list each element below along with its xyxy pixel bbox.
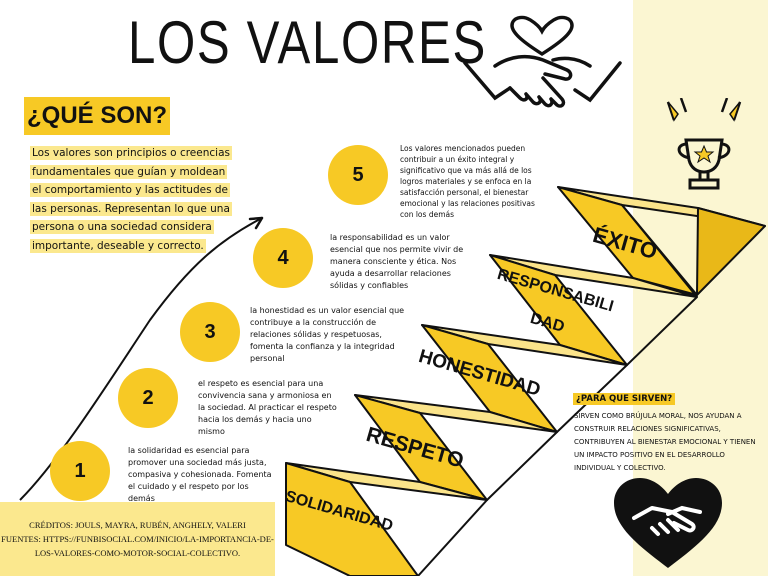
para-que-sirven-text: Sirven como brújula moral, nos ayudan a … <box>574 412 756 472</box>
description-2: el respeto es esencial para una conviven… <box>198 379 337 436</box>
para-que-sirven-title: ¿PARA QUE SIRVEN? <box>573 393 676 405</box>
number-circle-2: 2 <box>118 368 178 428</box>
credits-line: CRÉDITOS: JOULS, MAYRA, RUBÉN, ANGHELY, … <box>29 520 246 530</box>
number-circle-3: 3 <box>180 302 240 362</box>
number-circle-1: 1 <box>50 441 110 501</box>
page-title: LOS VALORES <box>128 9 487 76</box>
trophy-icon <box>666 98 742 190</box>
description-1: la solidaridad es esencial para promover… <box>128 446 272 503</box>
heart-handshake-solid-icon <box>614 478 722 568</box>
description-4: la responsabilidad es un valor esencial … <box>330 233 464 290</box>
description-3: la honestidad es un valor esencial que c… <box>250 306 405 363</box>
heart-handshake-icon <box>463 15 622 108</box>
number-circle-5: 5 <box>328 145 388 205</box>
number-circle-4: 4 <box>253 228 313 288</box>
description-5: Los valores mencionados pueden contribui… <box>400 144 535 219</box>
que-son-label: ¿QUÉ SON? <box>24 97 170 135</box>
sources-line: FUENTES: HTTPS://FUNBISOCIAL.COM/INICIO/… <box>1 534 274 558</box>
intro-text: Los valores son principios o creencias f… <box>30 144 235 255</box>
credits-box: CRÉDITOS: JOULS, MAYRA, RUBÉN, ANGHELY, … <box>0 502 275 576</box>
